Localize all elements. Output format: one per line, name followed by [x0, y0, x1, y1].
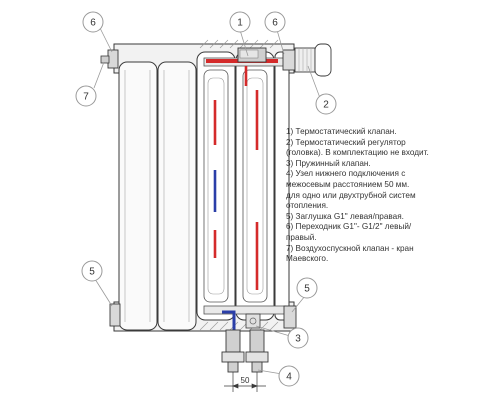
legend-line-5: 4) Узел нижнего подключения с [286, 169, 406, 179]
legend-line-7: для одно или двухтрубной систем [286, 190, 416, 200]
callout-1-1: 1 [229, 11, 251, 33]
callout-number: 7 [83, 92, 89, 103]
spring-valve [245, 313, 261, 329]
callout-3-8: 3 [287, 327, 309, 349]
legend-line-2: 2) Термостатический регулятор [286, 137, 406, 147]
thermostatic-head [294, 43, 332, 77]
radiator-section-4 [235, 51, 275, 321]
callout-6-2: 6 [82, 11, 104, 33]
callout-4-9: 4 [278, 365, 300, 387]
callout-2-5: 2 [315, 93, 337, 115]
legend-line-9: 5) Заглушка G1" левая/правая. [286, 211, 404, 221]
radiator-section-2 [157, 61, 197, 331]
radiator-section-5 [274, 51, 290, 321]
plug-left [109, 303, 121, 327]
air-vent-valve [100, 55, 110, 64]
legend-line-4: 3) Пружинный клапан. [286, 158, 371, 168]
legend-line-1: 1) Термостатический клапан. [286, 127, 397, 136]
legend-line-10: 6) Переходник G1"- G1/2" левый/ [286, 222, 412, 232]
callout-number: 5 [89, 267, 95, 278]
callout-number: 6 [90, 18, 96, 29]
dimension-line [224, 372, 266, 392]
callout-7-4: 7 [75, 85, 97, 107]
legend-line-3: (головка). В комплектацию не входит. [286, 148, 429, 158]
legend-line-6: межосевым расстоянием 50 мм. [286, 179, 410, 189]
legend-line-8: отопления. [286, 201, 329, 211]
legend-line-11: правый. [286, 232, 317, 242]
legend-line-12: 7) Воздухоспускной клапан - кран [286, 243, 414, 253]
adapter-left [107, 49, 119, 69]
bottom-connection-unit [221, 329, 269, 373]
callout-number: 1 [237, 18, 243, 29]
callout-number: 2 [323, 100, 329, 111]
callout-number: 5 [304, 284, 310, 295]
radiator-section-1 [118, 61, 158, 331]
callout-number: 4 [286, 372, 292, 383]
plug-right [283, 305, 297, 329]
callout-number: 3 [295, 334, 301, 345]
legend: 1) Термостатический клапан. 2) Термостат… [286, 127, 496, 265]
callout-number: 6 [272, 18, 278, 29]
callout-5-6: 5 [81, 260, 103, 282]
bottom-distributor [203, 305, 287, 315]
adapter-right [282, 49, 296, 71]
dimension-label: 50 [241, 376, 250, 385]
hot-flow-arrows [213, 66, 259, 290]
callout-6-3: 6 [264, 11, 286, 33]
legend-line-13: Маевского. [286, 254, 329, 264]
callout-5-7: 5 [296, 277, 318, 299]
